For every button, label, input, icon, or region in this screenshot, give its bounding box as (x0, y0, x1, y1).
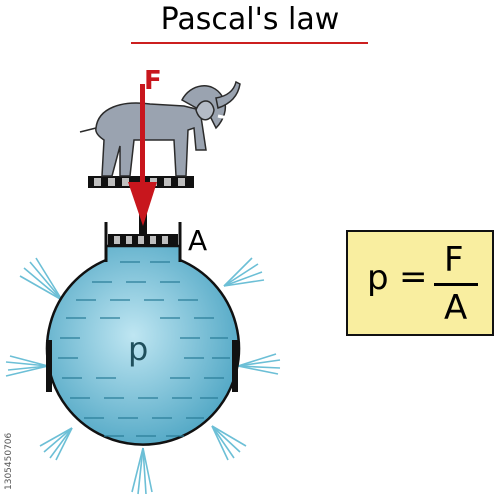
page-title: Pascal's law (160, 2, 340, 37)
elephant-illustration (79, 80, 241, 177)
force-arrow (128, 84, 157, 226)
spray-jet-left-top (19, 257, 63, 301)
formula-equals: = (399, 257, 428, 297)
force-label: F (144, 66, 162, 96)
spray-jet-right-top (223, 257, 265, 287)
pressure-label: p (128, 330, 149, 368)
spray-jet-left-bottom (39, 427, 73, 461)
title-underline (131, 42, 368, 44)
formula-pressure: p (367, 258, 389, 298)
fluid-lines (58, 261, 230, 437)
formula-denominator: A (444, 288, 468, 328)
spray-jet-right-bottom (211, 425, 247, 461)
area-label: A (188, 224, 208, 257)
spray-jet-bottom (131, 447, 153, 495)
spray-jet-right (237, 353, 281, 375)
spray-jet-left (5, 355, 49, 377)
piston-a (108, 234, 178, 246)
stock-id: 1305450706 (4, 432, 14, 490)
formula-fraction-bar (434, 283, 478, 286)
formula-numerator: F (444, 240, 464, 280)
fluid-vessel (45, 222, 241, 446)
spray-jets (5, 257, 281, 495)
formula-box: p = F A (346, 230, 494, 336)
